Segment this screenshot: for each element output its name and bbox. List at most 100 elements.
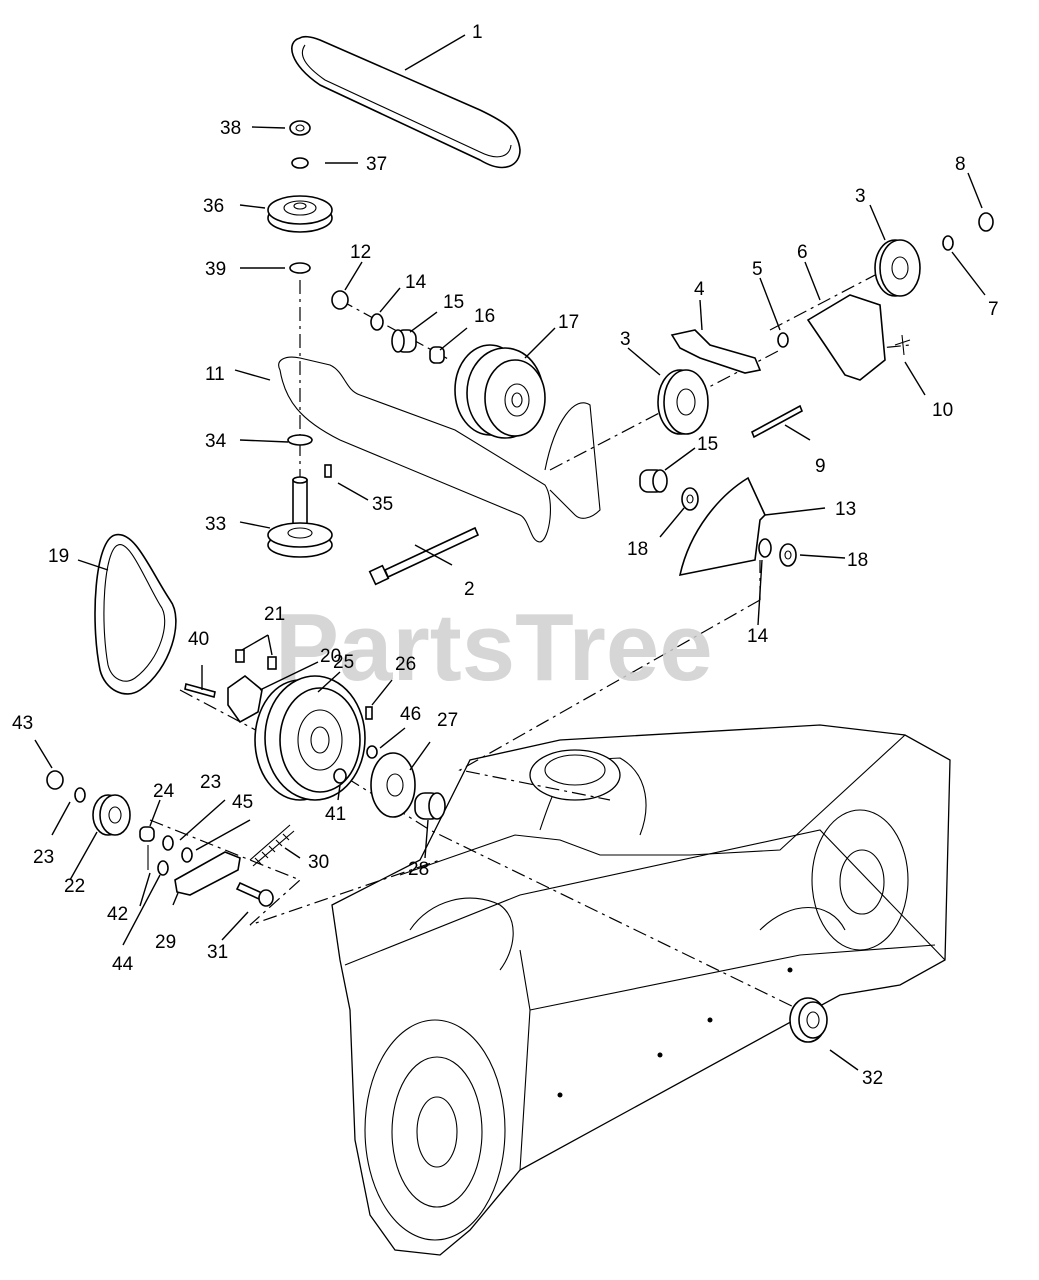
label-20: 20 [320,646,341,667]
nut-46 [366,745,378,759]
label-39: 39 [205,259,226,280]
key-35 [324,464,332,478]
shield-13 [678,476,766,577]
spacer-15-top [391,329,417,353]
label-15-lower: 15 [697,434,718,455]
label-44: 44 [112,954,134,975]
auger-housing [331,724,951,1256]
pin-9 [750,404,804,439]
washer-45 [181,847,193,863]
label-25: 25 [333,652,354,673]
label-43: 43 [12,713,33,734]
label-3-right: 3 [855,186,866,207]
label-23-middle: 23 [200,772,221,793]
label-19: 19 [48,546,69,567]
label-40: 40 [188,629,209,650]
washer-18-right [779,543,797,567]
bolt-2 [368,526,480,586]
label-17: 17 [558,312,579,333]
bracket-29 [174,851,241,896]
label-31: 31 [207,942,228,963]
bearing-28 [414,792,446,820]
bolt-31 [235,881,274,907]
nut-38 [289,120,311,136]
idler-22 [92,794,131,836]
label-16: 16 [474,306,495,327]
label-38: 38 [220,118,241,139]
label-14-lower: 14 [747,626,769,647]
leader-lines [34,34,986,1071]
label-34: 34 [205,431,227,452]
label-4: 4 [694,279,705,300]
label-15-top: 15 [443,292,464,313]
bearing-20 [227,674,263,724]
label-5: 5 [752,259,763,280]
belt-1 [291,35,521,169]
bearing-32 [789,997,828,1043]
bolt-40 [184,683,216,698]
cotter-10 [894,334,911,356]
nut-12 [331,290,349,310]
spacer-24 [139,826,155,842]
bushing-16 [429,346,445,364]
label-22: 22 [64,876,85,897]
label-18-right: 18 [847,550,868,571]
label-23-left: 23 [33,847,54,868]
label-14-top: 14 [405,272,427,293]
spring-30 [249,824,295,867]
pulley-3-middle [657,369,709,435]
label-9: 9 [815,456,826,477]
nut-8 [978,212,994,232]
idler-arm-6 [806,294,886,381]
washer-37 [291,157,309,169]
label-36: 36 [203,196,224,217]
washer-7 [942,235,954,251]
spacer-15-lower [639,469,668,493]
label-29: 29 [155,932,176,953]
label-46: 46 [400,704,421,725]
label-12: 12 [350,242,371,263]
label-18-left: 18 [627,539,648,560]
label-13: 13 [835,499,856,520]
washer-23-middle [162,835,174,851]
label-2: 2 [464,579,475,600]
label-8: 8 [955,154,966,175]
washer-23-left [74,787,86,803]
nut-43 [46,770,64,790]
part-labels: 1 2 3 3 4 5 6 7 8 9 10 11 12 13 14 14 15… [12,22,999,1089]
label-10: 10 [932,400,953,421]
pulley-36 [267,195,333,233]
label-45: 45 [232,792,253,813]
label-6: 6 [797,242,808,263]
label-11: 11 [205,364,225,385]
label-26: 26 [395,654,416,675]
pulley-25 [254,675,366,801]
washer-44 [157,860,169,876]
nut-41 [333,768,347,784]
label-24: 24 [153,781,175,802]
label-1: 1 [472,22,483,43]
pulley-3-right [874,239,921,297]
label-33: 33 [205,514,226,535]
label-7: 7 [988,299,999,320]
set-screws-21 [235,649,277,670]
washer-18-left [681,487,699,511]
washer-14-top [370,313,384,331]
label-3-middle: 3 [620,329,631,350]
washer-14-lower [758,538,772,558]
belt-11 [278,356,551,543]
label-30: 30 [308,852,329,873]
label-35: 35 [372,494,393,515]
key-26 [365,706,373,720]
label-21: 21 [264,604,285,625]
label-32: 32 [862,1068,883,1089]
label-27: 27 [437,710,458,731]
label-42: 42 [107,904,128,925]
watermark: PartsTree [275,594,713,701]
pulley-17 [454,344,546,439]
label-28: 28 [408,859,429,880]
pulley-33 [267,476,333,558]
bracket-4 [670,329,762,374]
label-41: 41 [325,804,346,825]
